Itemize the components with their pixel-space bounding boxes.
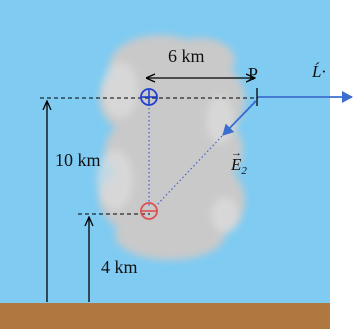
field-e2-label: E2: [230, 155, 247, 177]
charge-to-point-line: [154, 99, 257, 208]
field-vector-e2: [222, 100, 257, 136]
ground: [0, 303, 330, 329]
field-e2-subscript: 2: [241, 165, 247, 177]
point-p-label: P: [248, 64, 258, 84]
lower-height-label: 4 km: [101, 257, 138, 277]
negative-charge: [140, 202, 158, 220]
side-glyph: Ĺ·: [311, 62, 326, 81]
horizontal-distance-label: 6 km: [168, 46, 205, 66]
positive-charge: [140, 88, 158, 106]
field-e2-symbol: E: [230, 155, 242, 174]
field-vector-arrow-symbol: →: [231, 147, 242, 159]
upper-height-label: 10 km: [55, 150, 101, 170]
